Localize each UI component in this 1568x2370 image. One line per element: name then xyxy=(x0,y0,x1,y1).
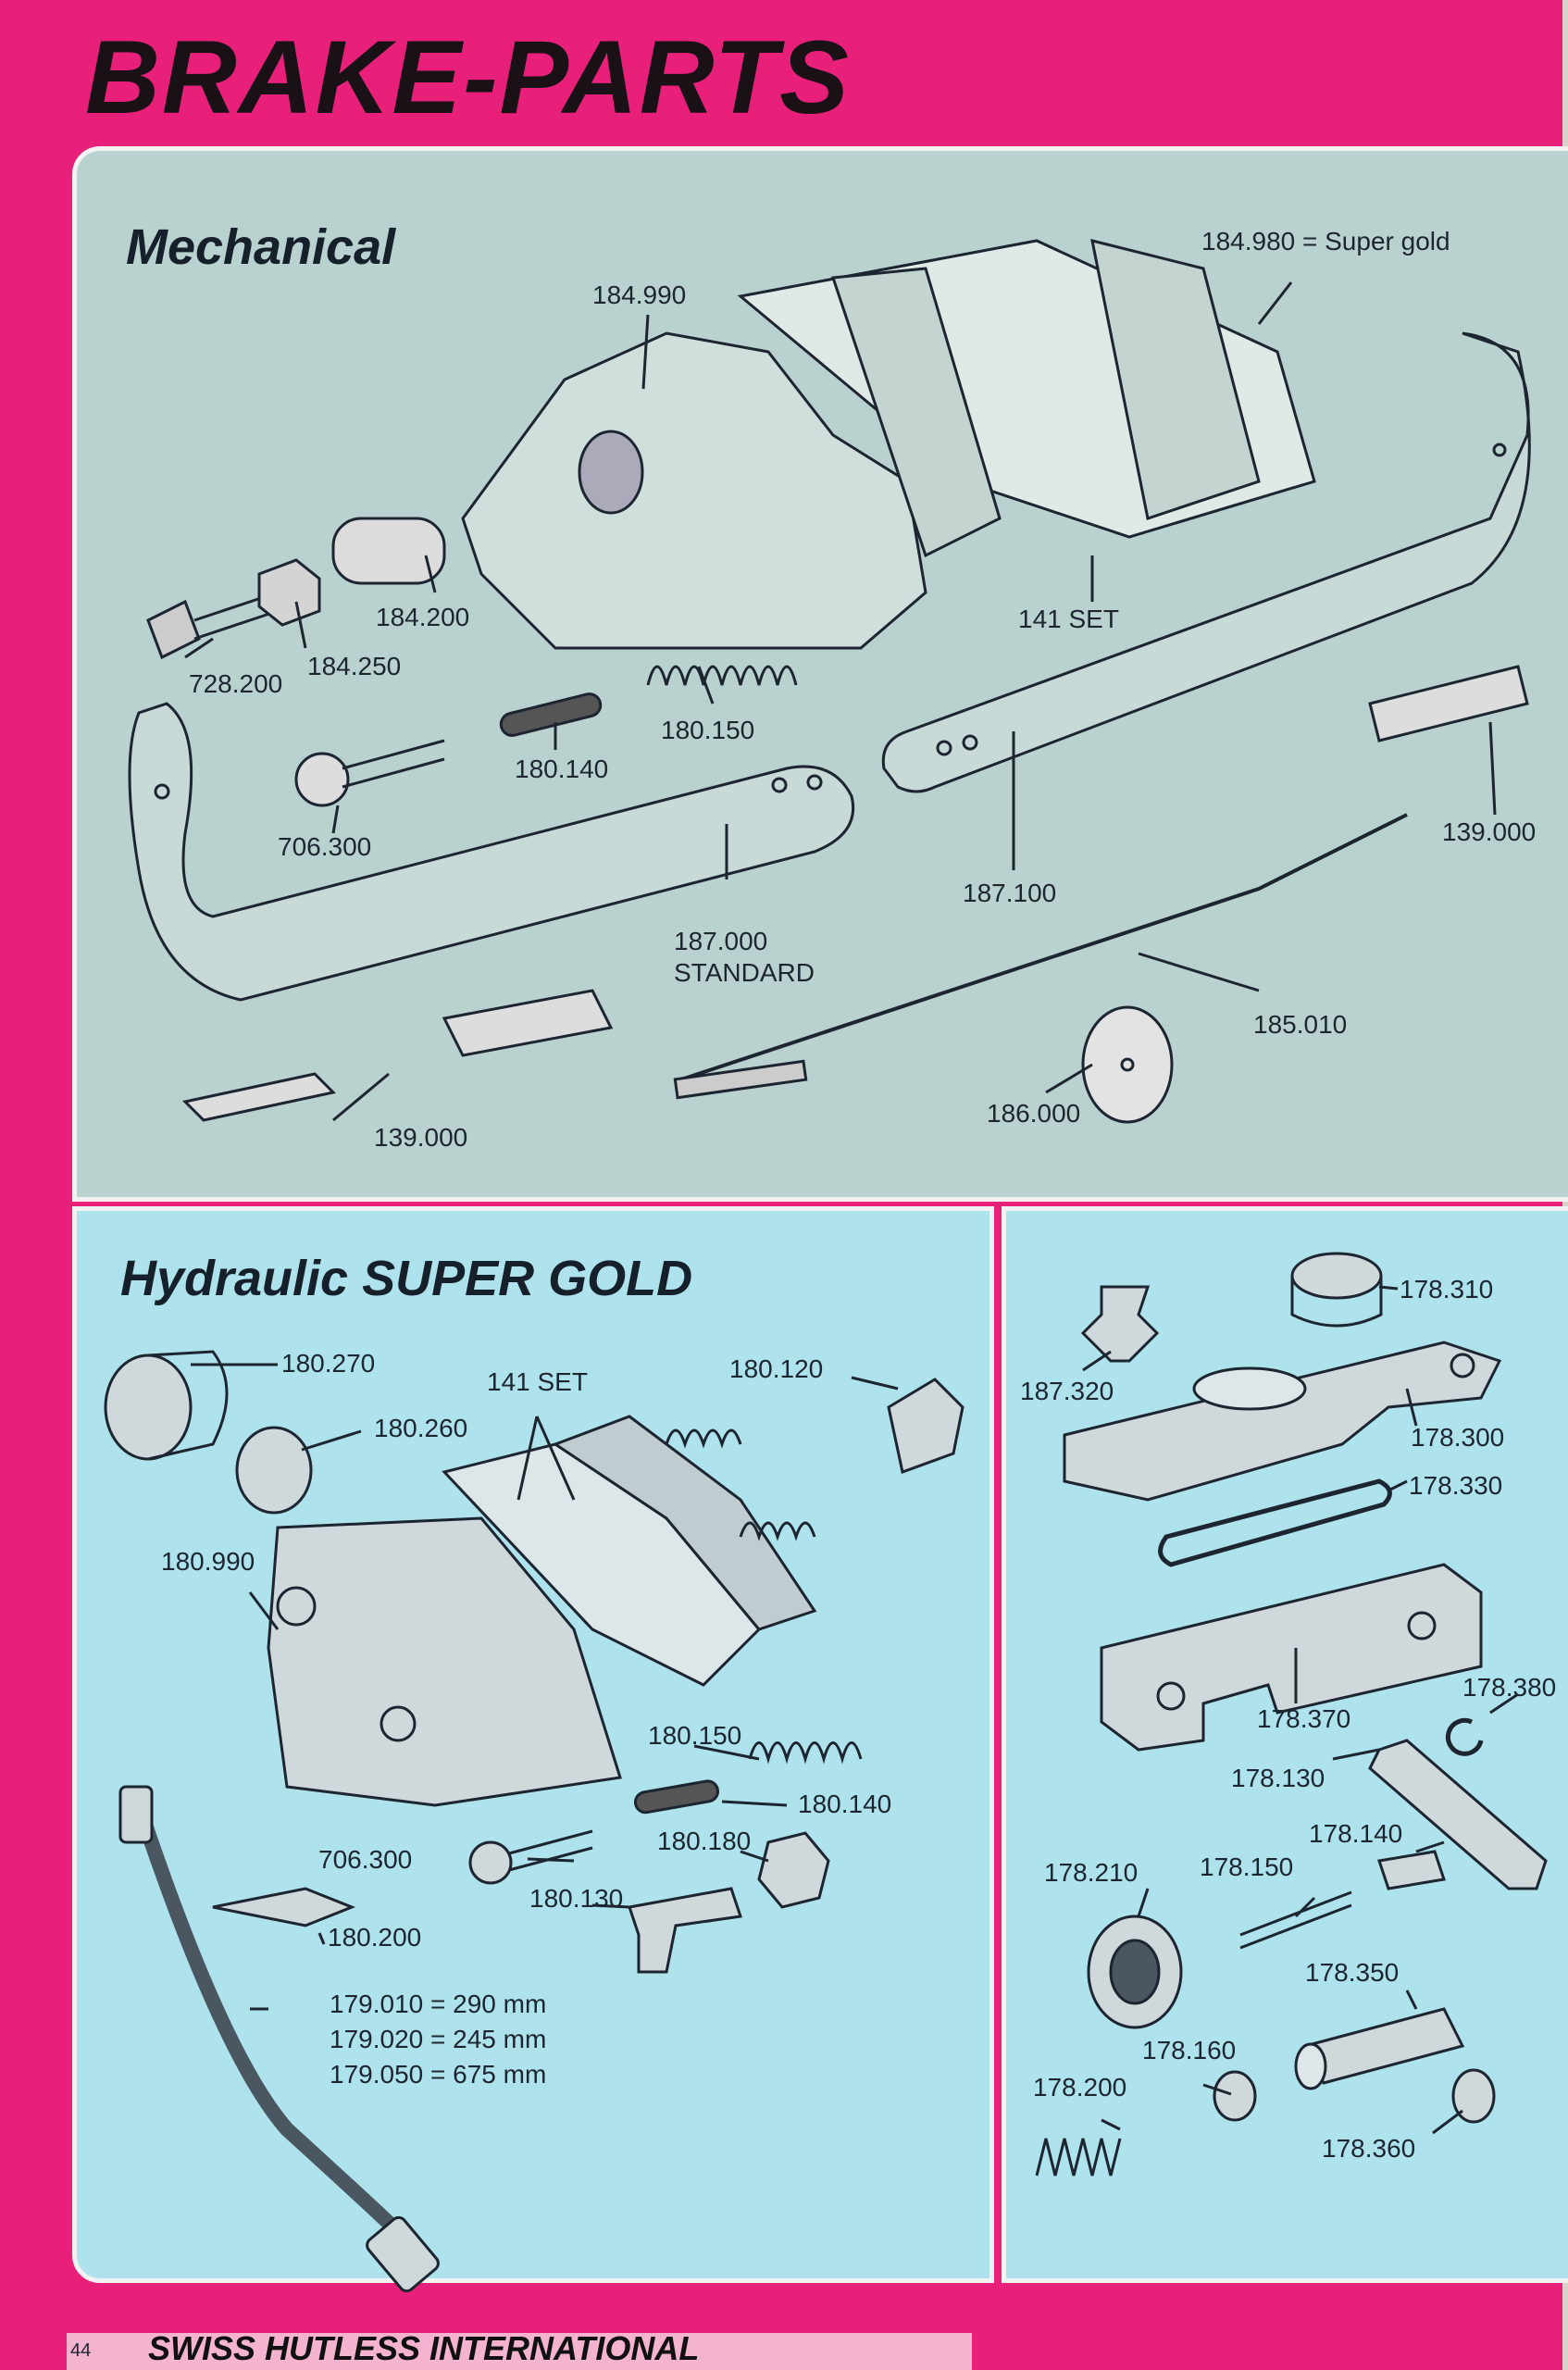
page-number: 44 xyxy=(70,2340,92,2361)
label-187000-standard: STANDARD xyxy=(674,958,815,987)
label-179010: 179.010 = 290 mm xyxy=(330,1990,547,2018)
mechanical-diagram xyxy=(128,238,1531,1124)
label-728200: 728.200 xyxy=(189,669,283,698)
brand-name: SWISS HUTLESS INTERNATIONAL xyxy=(148,2329,700,2367)
label-180120: 180.120 xyxy=(729,1354,824,1383)
label-139000-bottom: 139.000 xyxy=(374,1123,468,1152)
footer-bar xyxy=(67,2333,972,2370)
mechanical-section-title: Mechanical xyxy=(126,219,396,275)
label-180260: 180.260 xyxy=(374,1414,468,1442)
label-180140-mech: 180.140 xyxy=(515,755,609,783)
label-184200: 184.200 xyxy=(376,603,470,631)
label-178150: 178.150 xyxy=(1200,1852,1294,1881)
sleeve-184200 xyxy=(331,517,446,585)
label-180270: 180.270 xyxy=(281,1349,376,1378)
cable-185010 xyxy=(675,813,1408,1083)
label-187100: 187.100 xyxy=(963,879,1057,907)
label-141-set-hyd: 141 SET xyxy=(487,1367,588,1396)
label-141-set-mech: 141 SET xyxy=(1018,605,1119,633)
clevis-139000-right xyxy=(1368,665,1529,742)
label-178200: 178.200 xyxy=(1033,2073,1127,2102)
knob-186000 xyxy=(1081,1005,1174,1124)
label-180130: 180.130 xyxy=(529,1884,624,1913)
label-178350: 178.350 xyxy=(1305,1958,1400,1987)
label-706300-mech: 706.300 xyxy=(278,832,372,861)
label-180200: 180.200 xyxy=(328,1923,422,1952)
label-184980: 184.980 = Super gold xyxy=(1201,227,1450,256)
label-180180: 180.180 xyxy=(657,1827,752,1855)
pin-180140 xyxy=(499,692,603,737)
label-186000: 186.000 xyxy=(987,1099,1081,1128)
label-139000-right: 139.000 xyxy=(1442,817,1537,846)
label-187000: 187.000 xyxy=(674,927,768,955)
label-187320: 187.320 xyxy=(1020,1377,1114,1405)
arm-left xyxy=(128,702,855,1002)
label-178130: 178.130 xyxy=(1231,1764,1325,1792)
hydraulic-section-title: Hydraulic SUPER GOLD xyxy=(120,1251,693,1306)
clevis-139000-bottom xyxy=(442,989,614,1057)
label-706300-hyd: 706.300 xyxy=(318,1845,413,1874)
label-184250: 184.250 xyxy=(307,652,402,680)
label-185010: 185.010 xyxy=(1253,1010,1348,1039)
label-180990: 180.990 xyxy=(161,1547,255,1576)
label-178160: 178.160 xyxy=(1142,2036,1237,2064)
label-178300: 178.300 xyxy=(1411,1423,1505,1452)
spring-180150 xyxy=(646,665,798,686)
adjuster-706300 xyxy=(294,752,350,807)
label-178380: 178.380 xyxy=(1462,1673,1557,1702)
label-178310: 178.310 xyxy=(1400,1275,1494,1304)
label-178370: 178.370 xyxy=(1257,1704,1351,1733)
label-184990: 184.990 xyxy=(592,281,687,309)
caliper-body xyxy=(461,331,927,650)
label-179020: 179.020 = 245 mm xyxy=(330,2025,547,2053)
master-cylinder-panel xyxy=(1002,1206,1568,2283)
label-178330: 178.330 xyxy=(1409,1471,1503,1500)
label-179050: 179.050 = 675 mm xyxy=(330,2060,547,2089)
label-180140-hyd: 180.140 xyxy=(798,1790,892,1818)
label-178360: 178.360 xyxy=(1322,2134,1416,2163)
label-180150-mech: 180.150 xyxy=(661,716,755,744)
nut-184250 xyxy=(257,558,321,627)
label-180150-hyd: 180.150 xyxy=(648,1721,742,1750)
label-178140: 178.140 xyxy=(1309,1819,1403,1848)
caliper-bore xyxy=(578,430,644,515)
arm-right xyxy=(881,331,1531,793)
page-title: BRAKE-PARTS xyxy=(85,19,851,135)
label-178210: 178.210 xyxy=(1044,1858,1139,1887)
